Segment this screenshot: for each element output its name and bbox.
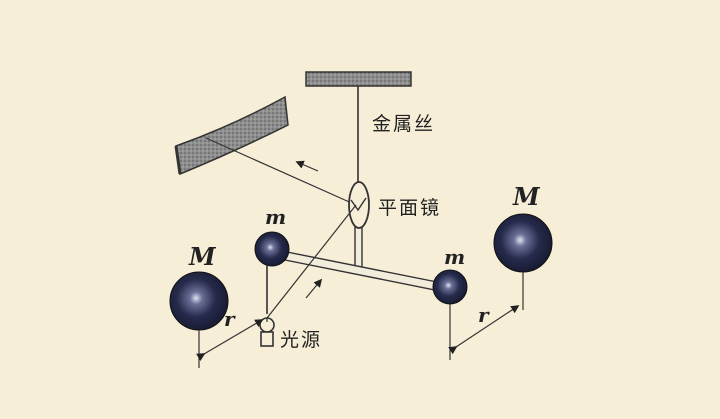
incident-light-ray [266, 204, 357, 319]
small-mass-right-label: m [444, 245, 465, 269]
large-mass-left-label: M [188, 242, 217, 271]
small-mass-left-label: m [265, 205, 286, 229]
right-distance-arrow [448, 305, 520, 355]
large-mass-right-label: M [512, 182, 541, 211]
small-mass-right [432, 269, 468, 305]
incident-ray-arrow [305, 278, 323, 299]
curved-scale [175, 95, 289, 176]
mirror-mark [350, 197, 367, 212]
ceiling-mount [305, 71, 412, 87]
reflected-ray-arrow [295, 160, 319, 172]
reflected-light-ray [205, 137, 357, 206]
left-distance-label: r [224, 307, 236, 331]
large-mass-right [493, 213, 553, 273]
plane-mirror [348, 181, 370, 229]
curved-scale-edge [174, 145, 182, 175]
mirror-support-post [354, 225, 363, 271]
mirror-label: 平面镜 [378, 197, 441, 219]
left-distance-arrow [196, 319, 264, 362]
right-distance-label: r [478, 303, 490, 327]
large-mass-left [169, 271, 229, 331]
wire-label: 金属丝 [372, 113, 435, 135]
small-mass-left [254, 231, 290, 267]
light-source-base [260, 331, 274, 347]
light-source-label: 光源 [280, 329, 322, 351]
